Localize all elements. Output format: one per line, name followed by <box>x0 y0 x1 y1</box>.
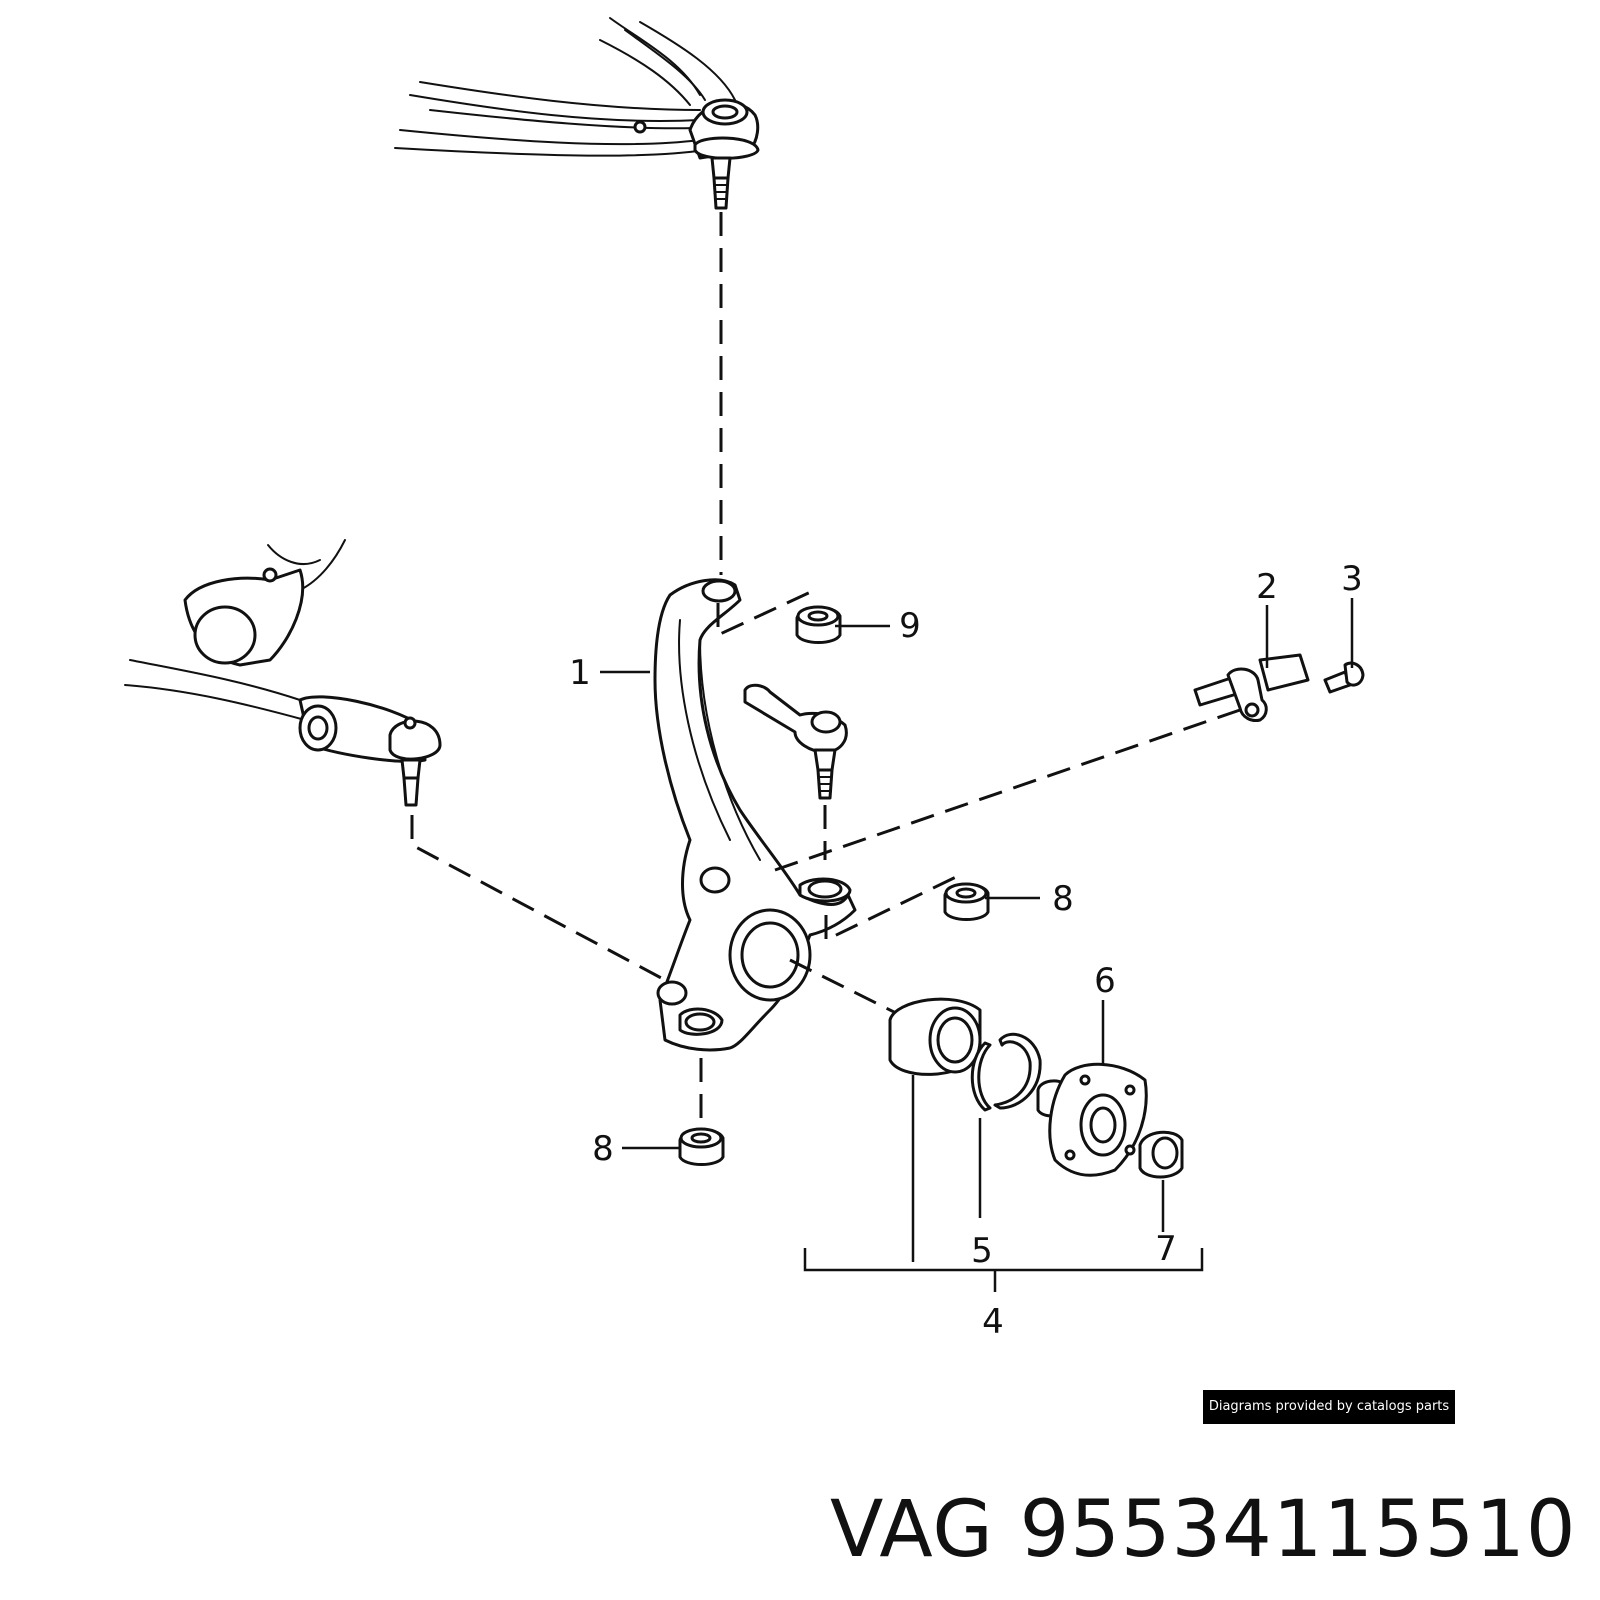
sensor-axis <box>774 708 1241 872</box>
callout-6: 6 <box>1094 961 1116 1001</box>
callout-5: 5 <box>971 1231 993 1271</box>
nut-8-axis <box>824 873 961 943</box>
sensor-bolt <box>1323 661 1365 694</box>
upper-control-arm <box>394 17 760 210</box>
callout-1: 1 <box>569 653 591 693</box>
tie-rod-end <box>743 683 848 800</box>
nut-tie-rod-8 <box>943 882 990 921</box>
wheel-hub <box>1036 1062 1148 1177</box>
circlip <box>970 1032 1042 1112</box>
callout-3: 3 <box>1341 559 1363 599</box>
callout-8-lower: 8 <box>592 1129 614 1169</box>
speed-sensor <box>1193 653 1310 722</box>
lower-control-arm <box>124 539 442 807</box>
nut-upper-9 <box>795 605 842 644</box>
brand-label: VAG <box>830 1485 994 1575</box>
callout-7: 7 <box>1155 1229 1177 1269</box>
axle-nut <box>1138 1130 1184 1179</box>
callout-4: 4 <box>982 1302 1004 1342</box>
nut-9-axis <box>716 588 816 638</box>
part-number: 95534115510 <box>1019 1485 1577 1575</box>
leader-lines <box>600 598 1354 1292</box>
steering-knuckle <box>653 578 857 1052</box>
nut-lower-8 <box>678 1127 725 1166</box>
part-caption: VAG 95534115510 <box>830 1480 1576 1580</box>
wheel-bearing <box>888 997 982 1076</box>
callout-2: 2 <box>1256 567 1278 607</box>
callout-8-tie-rod: 8 <box>1052 879 1074 919</box>
hub-axis <box>789 958 901 1017</box>
lower-ball-joint-axis <box>410 815 666 982</box>
callout-9: 9 <box>899 606 921 646</box>
diagram-credit-badge: Diagrams provided by catalogs parts <box>1203 1390 1455 1424</box>
